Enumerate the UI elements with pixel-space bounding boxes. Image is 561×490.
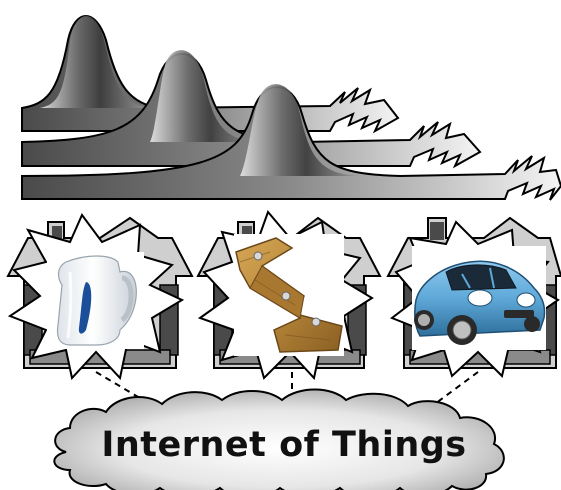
signal-wave-2 bbox=[21, 50, 482, 169]
cloud-shape: Internet of Things bbox=[53, 388, 505, 490]
device-house-kettle bbox=[6, 213, 194, 381]
cloud-title: Internet of Things bbox=[101, 425, 466, 465]
connector-line-kettle bbox=[95, 371, 161, 411]
signal-wave-3 bbox=[21, 84, 561, 201]
wooden-beam-image bbox=[235, 237, 343, 353]
device-house-car bbox=[386, 216, 561, 378]
device-house-wooden-beam bbox=[196, 210, 382, 381]
electric-car-image bbox=[414, 260, 546, 345]
signal-waves bbox=[21, 15, 561, 201]
kettle-image bbox=[56, 255, 137, 346]
signal-wave-1 bbox=[21, 15, 400, 134]
